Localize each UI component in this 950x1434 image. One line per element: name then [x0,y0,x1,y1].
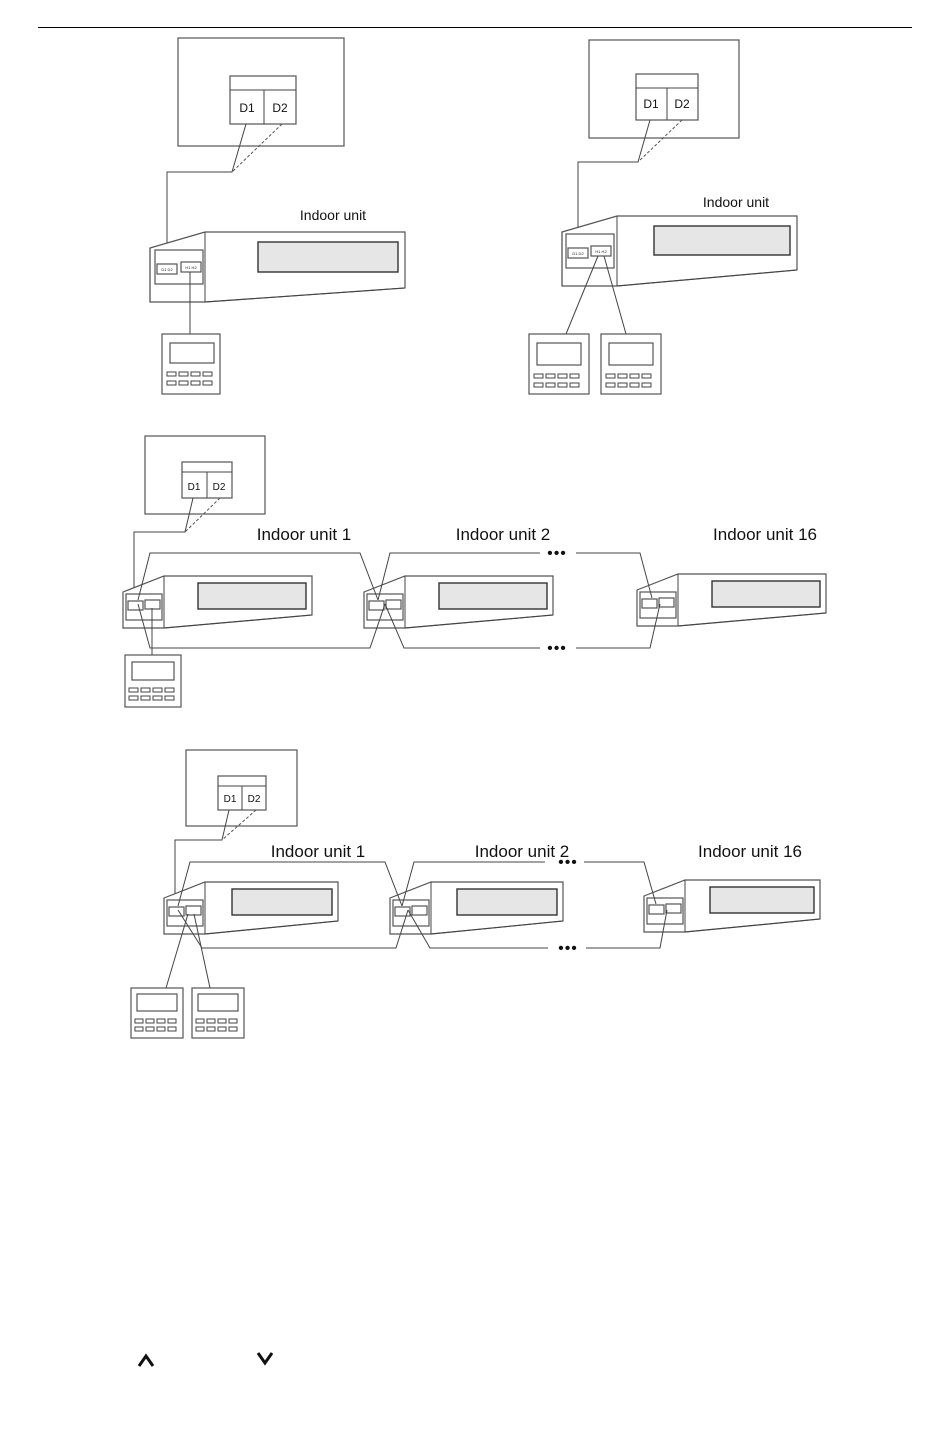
diagram-4: D1 D2 [131,750,820,1038]
diagram-3: D1 D2 [123,436,826,707]
air-vent [258,242,398,272]
wired-controller [601,334,661,394]
indoor-unit-16 [637,574,826,626]
air-vent [232,889,332,915]
indoor-unit-2 [390,882,563,934]
indoor-unit: D1 D2 H1 H2 [562,216,797,286]
chevron-down-icon [258,1353,272,1363]
terminal-d2: D2 [272,101,288,115]
indoor-unit: D1 D2 H1 H2 [150,232,405,302]
indoor-unit-16-label: Indoor unit 16 [698,842,802,861]
air-vent [654,226,790,255]
terminal-block [230,76,296,124]
diagram-2: D1 D2 D1 D2 H1 H2 Indoor unit [529,40,797,394]
wired-controller [131,988,183,1038]
svg-text:D1 D2: D1 D2 [572,251,584,256]
chain-ellipsis: ••• [547,545,567,562]
air-vent [712,581,820,607]
air-vent [457,889,557,915]
wired-controller [125,655,181,707]
indoor-unit-2-label: Indoor unit 2 [475,842,570,861]
terminal-d1: D1 [224,794,237,805]
terminal-d1: D1 [239,101,255,115]
chain-ellipsis: ••• [547,640,567,657]
indoor-unit-1 [164,882,338,934]
svg-text:D1 D2: D1 D2 [161,267,173,272]
air-vent [439,583,547,609]
svg-text:H1 H2: H1 H2 [185,265,197,270]
indoor-unit-16 [644,880,820,932]
indoor-unit-1 [123,576,312,628]
svg-text:H1 H2: H1 H2 [595,249,607,254]
terminal-d2: D2 [248,794,261,805]
indoor-unit-1-label: Indoor unit 1 [271,842,366,861]
air-vent [198,583,306,609]
indoor-unit-label: Indoor unit [300,207,366,223]
chevron-up-icon [139,1356,153,1366]
chain-ellipsis: ••• [558,940,578,957]
terminal-d1: D1 [188,482,201,493]
air-vent [710,887,814,913]
wired-controller [192,988,244,1038]
terminal-d2: D2 [213,482,226,493]
diagram-1: D1 D2 D1 D2 H1 H2 Indoor unit [150,38,405,394]
terminal-d2: D2 [674,97,690,111]
indoor-unit-1-label: Indoor unit 1 [257,525,352,544]
indoor-unit-16-label: Indoor unit 16 [713,525,817,544]
indoor-unit-2-label: Indoor unit 2 [456,525,551,544]
wired-controller [529,334,589,394]
wired-controller [162,334,220,394]
indoor-unit-label: Indoor unit [703,194,769,210]
terminal-d1: D1 [643,97,659,111]
